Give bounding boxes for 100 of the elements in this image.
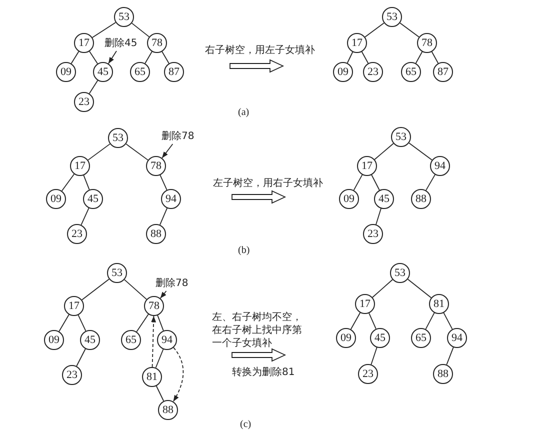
tree-node-circle: 23 — [67, 224, 87, 244]
tree-edge — [144, 51, 152, 64]
tree-edge — [70, 51, 80, 64]
tree-node-circle: 09 — [336, 328, 356, 348]
tree-node-circle: 17 — [74, 33, 94, 53]
tree-edge — [83, 174, 90, 190]
tree-edge — [61, 174, 75, 192]
tree-edge — [156, 386, 164, 402]
step-description: 左、右子树均不空，在右子树上找中序第一个子女填补 — [212, 311, 303, 350]
annotation-label: 删除78 — [162, 131, 194, 143]
tree-edge — [368, 312, 376, 330]
tree-node-circle: 87 — [164, 62, 184, 82]
tree-node-circle: 78 — [417, 33, 437, 53]
tree-node-circle: 17 — [70, 156, 90, 176]
tree-edge — [426, 174, 436, 191]
tree-node-circle: 78 — [146, 156, 166, 176]
tree-node-circle: 81 — [429, 294, 449, 314]
tree-node-circle: 81 — [142, 367, 162, 387]
tree-node-circle: 94 — [430, 156, 450, 176]
tree-edge — [443, 312, 453, 330]
tree-node-circle: 88 — [411, 189, 431, 209]
panel-caption: (c) — [240, 418, 252, 431]
tree-node-circle: 53 — [390, 263, 410, 283]
tree-node-circle: 65 — [401, 62, 421, 82]
tree-node-circle: 17 — [357, 156, 377, 176]
tree-node-circle: 94 — [157, 330, 177, 350]
tree-node-circle: 45 — [80, 330, 100, 350]
tree-node-circle: 09 — [333, 62, 353, 82]
tree-edge — [126, 143, 148, 161]
tree-edge — [431, 51, 439, 64]
tree-edge — [92, 22, 116, 38]
tree-edge — [425, 312, 435, 330]
tree-node-circle: 17 — [355, 294, 375, 314]
tree-node-circle: 88 — [158, 400, 178, 420]
tree-edge — [350, 312, 361, 330]
tree-node-circle: 53 — [391, 127, 411, 147]
annotation-label: 删除45 — [104, 38, 138, 50]
tree-node-circle: 45 — [83, 189, 103, 209]
annotation-label: 删除78 — [156, 278, 188, 290]
dashed-arrow — [151, 316, 156, 368]
tree-node-circle: 09 — [44, 330, 64, 350]
tree-edge — [136, 314, 149, 332]
tree-node-circle: 09 — [339, 189, 359, 209]
tree-edge — [371, 174, 380, 191]
step-description: 转换为删除81 — [232, 366, 295, 379]
dashed-arrow — [172, 347, 184, 402]
tree-edge — [89, 50, 98, 64]
tree-edge — [80, 208, 90, 226]
tree-edge — [408, 142, 432, 160]
tree-edge — [124, 279, 147, 300]
tree-node-circle: 23 — [62, 365, 82, 385]
tree-node-circle: 87 — [433, 62, 453, 82]
tree-node-circle: 45 — [93, 62, 113, 82]
tree-edge — [155, 348, 164, 368]
tree-node-circle: 65 — [121, 330, 141, 350]
tree-node-circle: 09 — [56, 62, 76, 82]
tree-node-circle: 17 — [347, 33, 367, 53]
panel-caption: (a) — [238, 106, 250, 119]
tree-node-circle: 23 — [358, 364, 378, 384]
tree-node-circle: 94 — [161, 189, 181, 209]
tree-node-circle: 65 — [411, 328, 431, 348]
step-description: 右子树空，用左子女填补 — [205, 44, 315, 57]
tree-node-circle: 23 — [363, 62, 383, 82]
leader-line — [160, 290, 167, 299]
leader-line — [162, 144, 174, 158]
tree-edge — [372, 279, 393, 298]
tree-edge — [364, 22, 384, 38]
step-description: 左子树空，用右子女填补 — [213, 177, 323, 190]
leader-line — [108, 50, 117, 64]
tree-edge — [361, 51, 369, 64]
tree-edge — [160, 174, 168, 190]
tree-edge — [88, 80, 98, 94]
tree-edge — [400, 22, 420, 38]
tree-edge — [162, 51, 170, 64]
tree-edge — [374, 143, 394, 160]
tree-node-circle: 65 — [130, 62, 150, 82]
tree-node-circle: 53 — [108, 128, 128, 148]
tree-edge — [81, 278, 110, 300]
tree-edge — [376, 208, 382, 225]
tree-node-circle: 23 — [363, 224, 383, 244]
tree-edge — [353, 174, 363, 191]
tree-edge — [157, 314, 164, 332]
tree-node-circle: 45 — [374, 189, 394, 209]
tree-edge — [160, 208, 168, 226]
tree-node-circle: 53 — [114, 7, 134, 27]
tree-edge — [76, 348, 86, 367]
tree-edge — [78, 314, 86, 332]
tree-node-circle: 88 — [146, 224, 166, 244]
tree-node-circle: 88 — [433, 364, 453, 384]
tree-edge — [407, 278, 432, 298]
tree-edge — [446, 346, 454, 366]
tree-node-circle: 23 — [74, 92, 94, 112]
tree-node-circle: 78 — [144, 296, 164, 316]
tree-node-circle: 53 — [382, 7, 402, 27]
tree-node-circle: 45 — [370, 328, 390, 348]
panel-caption: (b) — [238, 244, 250, 257]
tree-edge — [346, 52, 354, 64]
tree-edge — [131, 22, 150, 38]
tree-edge — [370, 347, 378, 365]
tree-node-circle: 17 — [64, 296, 84, 316]
